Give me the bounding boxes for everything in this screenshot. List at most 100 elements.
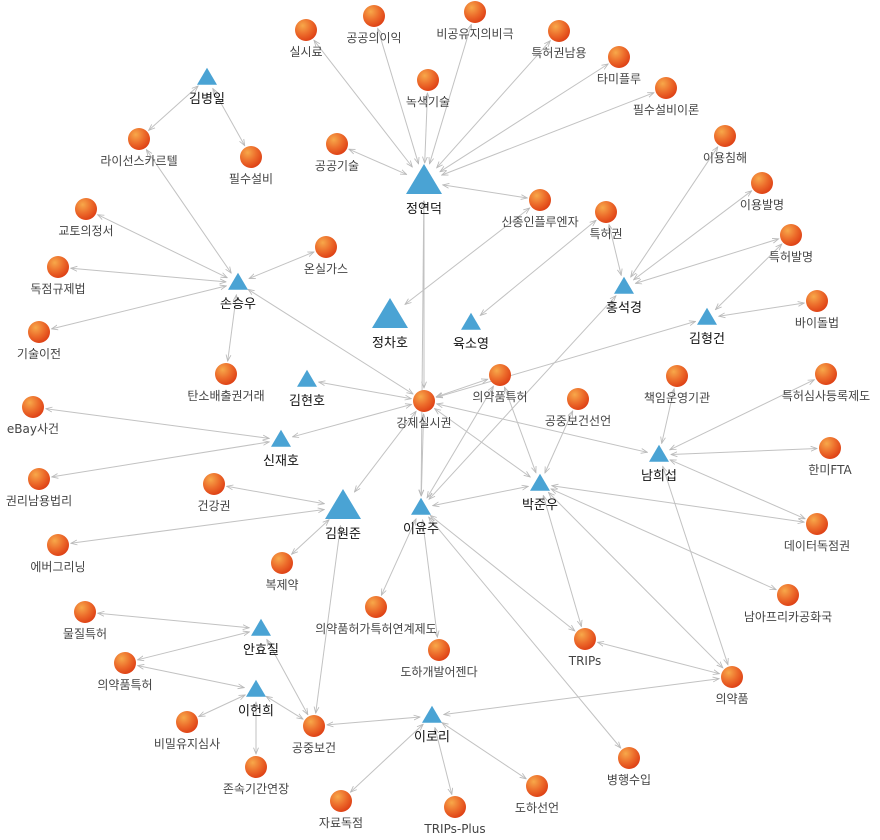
topic-node-nama[interactable]: 남아프리카공화국 bbox=[744, 584, 832, 624]
topic-circle[interactable] bbox=[47, 256, 69, 278]
topic-circle[interactable] bbox=[595, 201, 617, 223]
topic-circle[interactable] bbox=[326, 133, 348, 155]
topic-node-sinjong[interactable]: 신종인플루엔자 bbox=[501, 189, 579, 229]
topic-node-bigong[interactable]: 비공유지의비극 bbox=[436, 1, 514, 41]
person-node-lori[interactable]: 이로리 bbox=[414, 705, 450, 745]
topic-circle[interactable] bbox=[780, 224, 802, 246]
topic-circle[interactable] bbox=[806, 290, 828, 312]
person-triangle[interactable] bbox=[246, 679, 266, 697]
topic-node-pilsu[interactable]: 필수설비 bbox=[229, 146, 273, 186]
person-node-ahn[interactable]: 안효질 bbox=[243, 618, 279, 658]
person-triangle[interactable] bbox=[372, 298, 408, 328]
person-node-jcha[interactable]: 정차호 bbox=[372, 298, 408, 351]
person-triangle[interactable] bbox=[614, 276, 634, 294]
topic-node-iyongb[interactable]: 이용발명 bbox=[740, 172, 784, 212]
person-node-ryuk[interactable]: 육소영 bbox=[453, 312, 489, 352]
topic-node-gangje[interactable]: 강제실시권 bbox=[396, 390, 452, 430]
topic-circle[interactable] bbox=[618, 747, 640, 769]
topic-node-tsd[interactable]: 특허심사등록제도 bbox=[782, 363, 870, 403]
topic-node-gisul[interactable]: 기술이전 bbox=[17, 321, 61, 361]
topic-circle[interactable] bbox=[413, 390, 435, 412]
topic-circle[interactable] bbox=[489, 364, 511, 386]
person-triangle[interactable] bbox=[271, 429, 291, 447]
topic-circle[interactable] bbox=[240, 146, 262, 168]
topic-node-silsi[interactable]: 실시료 bbox=[289, 19, 323, 59]
topic-node-tami[interactable]: 타미플루 bbox=[597, 46, 641, 86]
topic-circle[interactable] bbox=[777, 584, 799, 606]
topic-circle[interactable] bbox=[215, 363, 237, 385]
topic-node-pilsu_th[interactable]: 필수설비이론 bbox=[633, 77, 699, 117]
topic-node-teukbal[interactable]: 특허발명 bbox=[769, 224, 813, 264]
person-triangle[interactable] bbox=[649, 444, 669, 462]
topic-node-doha_ag[interactable]: 도하개발어젠다 bbox=[400, 639, 478, 679]
person-node-jung[interactable]: 정연덕 bbox=[406, 164, 442, 217]
person-triangle[interactable] bbox=[228, 272, 248, 290]
topic-node-ebay[interactable]: eBay사건 bbox=[7, 396, 59, 436]
topic-circle[interactable] bbox=[526, 775, 548, 797]
topic-circle[interactable] bbox=[203, 473, 225, 495]
topic-node-hanmi[interactable]: 한미FTA bbox=[808, 437, 852, 477]
topic-node-bokje[interactable]: 복제약 bbox=[265, 552, 299, 592]
topic-node-gongbo[interactable]: 공중보건 bbox=[292, 715, 336, 755]
topic-node-uiyak2[interactable]: 의약품특허 bbox=[97, 652, 153, 692]
topic-node-kyoto[interactable]: 교토의정서 bbox=[58, 198, 114, 238]
person-node-hyeongg[interactable]: 김형건 bbox=[689, 307, 725, 347]
topic-node-uyhy[interactable]: 의약품허가특허연계제도 bbox=[315, 596, 437, 636]
topic-circle[interactable] bbox=[806, 513, 828, 535]
topic-node-tanso[interactable]: 탄소배출권거래 bbox=[187, 363, 265, 403]
topic-circle[interactable] bbox=[128, 128, 150, 150]
topic-node-gongjung_s[interactable]: 공중보건선언 bbox=[545, 388, 611, 428]
topic-circle[interactable] bbox=[608, 46, 630, 68]
topic-circle[interactable] bbox=[303, 715, 325, 737]
topic-circle[interactable] bbox=[271, 552, 293, 574]
topic-node-dokjeom[interactable]: 독점규제법 bbox=[30, 256, 86, 296]
topic-circle[interactable] bbox=[417, 69, 439, 91]
topic-node-bimil[interactable]: 비밀유지심사 bbox=[154, 711, 220, 751]
topic-circle[interactable] bbox=[330, 790, 352, 812]
topic-circle[interactable] bbox=[819, 437, 841, 459]
topic-circle[interactable] bbox=[721, 666, 743, 688]
topic-circle[interactable] bbox=[363, 5, 385, 27]
topic-node-gonggi[interactable]: 공공기술 bbox=[315, 133, 359, 173]
person-node-lyj[interactable]: 이윤주 bbox=[403, 497, 439, 537]
person-triangle[interactable] bbox=[411, 497, 431, 515]
topic-node-jaryo[interactable]: 자료독점 bbox=[319, 790, 363, 830]
topic-node-chaegim[interactable]: 책임운영기관 bbox=[644, 365, 710, 405]
person-triangle[interactable] bbox=[461, 312, 481, 330]
person-triangle[interactable] bbox=[197, 67, 217, 85]
topic-node-byeong[interactable]: 병행수입 bbox=[607, 747, 651, 787]
topic-circle[interactable] bbox=[28, 468, 50, 490]
topic-node-teukhn[interactable]: 특허권남용 bbox=[531, 20, 587, 60]
topic-circle[interactable] bbox=[47, 534, 69, 556]
topic-circle[interactable] bbox=[548, 20, 570, 42]
topic-node-gwonri[interactable]: 권리남용법리 bbox=[6, 468, 72, 508]
topic-node-ever[interactable]: 에버그리닝 bbox=[30, 534, 86, 574]
topic-node-teukgwon[interactable]: 특허권 bbox=[589, 201, 623, 241]
topic-node-jonsok[interactable]: 존속기간연장 bbox=[223, 756, 289, 796]
topic-node-onsil[interactable]: 온실가스 bbox=[304, 236, 348, 276]
topic-circle[interactable] bbox=[464, 1, 486, 23]
topic-circle[interactable] bbox=[295, 19, 317, 41]
topic-node-uiyakpum[interactable]: 의약품 bbox=[715, 666, 749, 706]
topic-circle[interactable] bbox=[114, 652, 136, 674]
person-node-park[interactable]: 박준우 bbox=[522, 473, 558, 513]
person-node-nam[interactable]: 남희섭 bbox=[641, 444, 677, 484]
topic-node-data[interactable]: 데이터독점권 bbox=[784, 513, 850, 553]
topic-circle[interactable] bbox=[751, 172, 773, 194]
person-triangle[interactable] bbox=[325, 489, 361, 519]
topic-circle[interactable] bbox=[666, 365, 688, 387]
topic-circle[interactable] bbox=[75, 198, 97, 220]
topic-circle[interactable] bbox=[714, 125, 736, 147]
topic-circle[interactable] bbox=[428, 639, 450, 661]
topic-circle[interactable] bbox=[176, 711, 198, 733]
topic-node-bio[interactable]: 바이돌법 bbox=[795, 290, 839, 330]
topic-circle[interactable] bbox=[444, 796, 466, 818]
topic-circle[interactable] bbox=[315, 236, 337, 258]
person-node-son[interactable]: 손승우 bbox=[220, 272, 256, 312]
topic-circle[interactable] bbox=[574, 628, 596, 650]
person-node-shin[interactable]: 신재호 bbox=[263, 429, 299, 469]
topic-circle[interactable] bbox=[529, 189, 551, 211]
topic-node-noksaek[interactable]: 녹색기술 bbox=[406, 69, 450, 109]
topic-node-gongik[interactable]: 공공의이익 bbox=[346, 5, 402, 45]
person-node-wonjun[interactable]: 김원준 bbox=[325, 489, 361, 542]
